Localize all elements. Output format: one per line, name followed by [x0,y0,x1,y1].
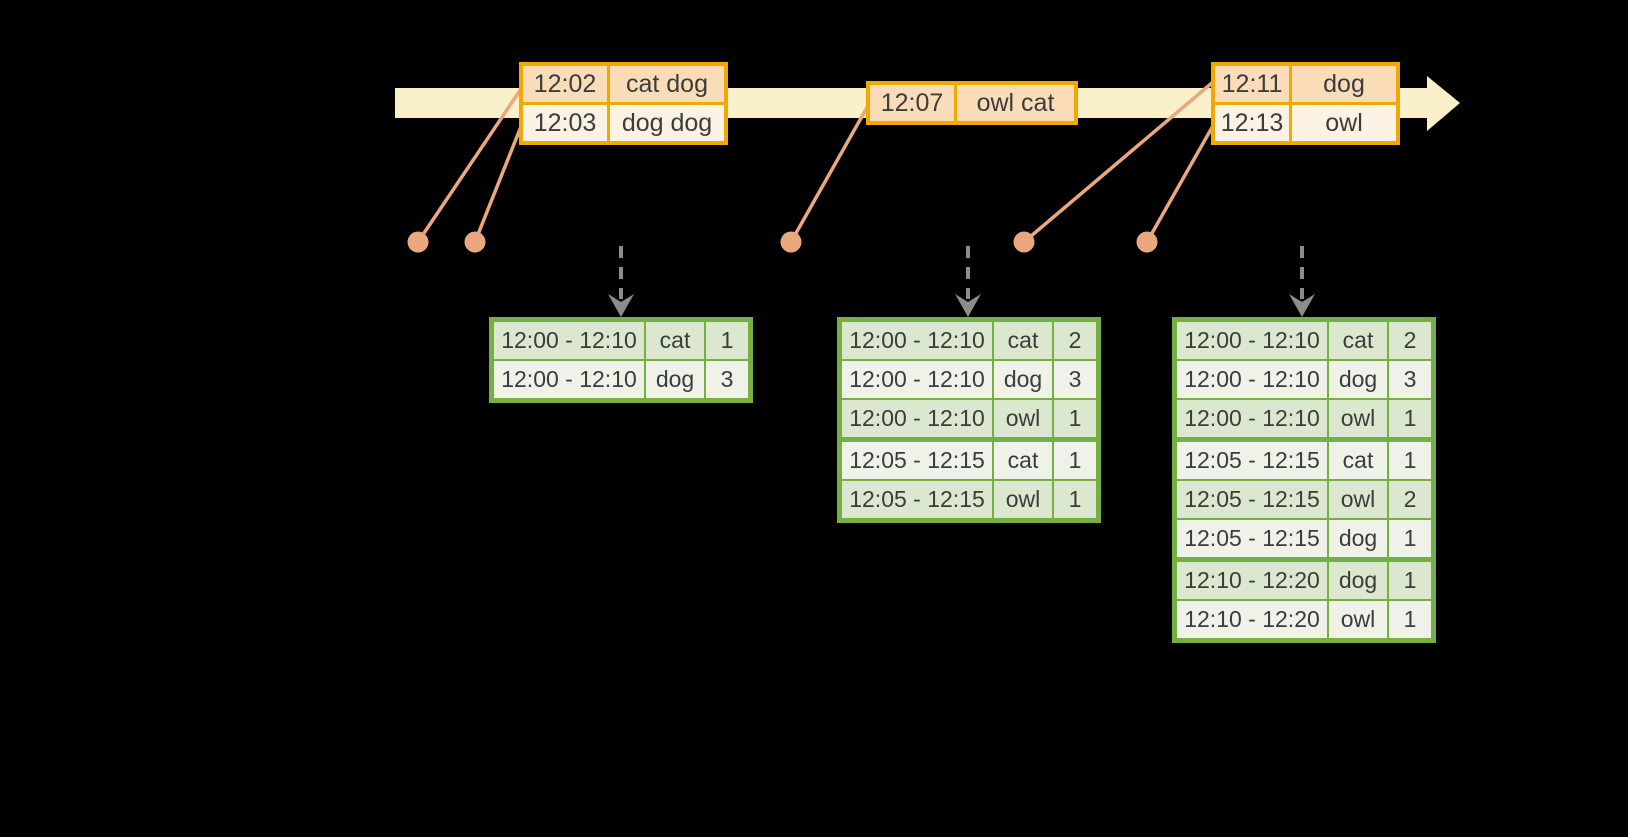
table-cell: 12:05 - 12:15 [1173,438,1329,481]
table-cell: cat [644,318,706,361]
timeline-arrow-icon [1427,76,1460,131]
table-cell: 3 [704,359,752,402]
table-cell: 12:05 - 12:15 [838,438,994,481]
table-cell: 1 [1387,599,1435,642]
table-cell: cat [992,438,1054,481]
table-cell: cat [1327,438,1389,481]
table-cell: 3 [1052,359,1100,400]
trigger-arrowheads [608,294,1315,317]
table-cell: 12:00 - 12:10 [838,398,994,442]
table-cell: 12:00 - 12:10 [490,359,646,402]
table-cell: 12:07 [866,81,957,125]
table-cell: dog [1327,359,1389,400]
table-cell: owl cat [954,81,1078,125]
table-cell: 12:02 [519,62,610,105]
table-cell: owl [1327,479,1389,520]
table-cell: 12:10 - 12:20 [1173,599,1329,642]
table-cell: 12:05 - 12:15 [1173,479,1329,520]
table-cell: cat dog [607,62,728,105]
connector-line [416,85,525,243]
event-dot-icon [464,231,486,253]
table-cell: dog [992,359,1054,400]
table-cell: 12:05 - 12:15 [838,479,994,522]
table-cell: 1 [1052,398,1100,442]
table-cell: owl [1327,398,1389,442]
trigger-arrowhead-icon [955,294,981,317]
table-cell: owl [992,398,1054,442]
table-cell: 2 [1387,479,1435,520]
trigger-arrows [619,246,1304,299]
table-cell: 12:11 [1211,62,1292,105]
connector-line [1022,80,1215,244]
table-cell: 12:10 - 12:20 [1173,558,1329,601]
table-cell: cat [992,318,1054,361]
table-cell: owl [1289,102,1400,145]
table-cell: 1 [704,318,752,361]
table-cell: dog [1327,518,1389,562]
table-cell: 12:13 [1211,102,1292,145]
table-cell: 12:05 - 12:15 [1173,518,1329,562]
table-cell: cat [1327,318,1389,361]
table-cell: 2 [1052,318,1100,361]
event-dot-icon [780,231,802,253]
table-cell: dog [644,359,706,402]
table-cell: 12:00 - 12:10 [1173,359,1329,400]
table-cell: owl [1327,599,1389,642]
connector-line [789,103,871,243]
trigger-arrowhead-icon [1289,294,1315,317]
event-dot-icon [1013,231,1035,253]
table-cell: 12:00 - 12:10 [838,359,994,400]
table-cell: dog dog [607,102,728,145]
table-cell: 12:00 - 12:10 [1173,398,1329,442]
table-cell: 1 [1052,479,1100,522]
table-cell: 12:00 - 12:10 [838,318,994,361]
table-cell: 12:03 [519,102,610,145]
table-cell: 3 [1387,359,1435,400]
table-cell: 2 [1387,318,1435,361]
table-cell: 12:00 - 12:10 [490,318,646,361]
connector-line [473,123,524,243]
table-cell: 1 [1052,438,1100,481]
trigger-arrowhead-icon [608,294,634,317]
event-dot-icon [407,231,429,253]
table-cell: 12:00 - 12:10 [1173,318,1329,361]
table-cell: dog [1327,558,1389,601]
table-cell: owl [992,479,1054,522]
event-dots [407,231,1158,253]
connector-line [1145,123,1216,243]
table-cell: 1 [1387,438,1435,481]
table-cell: 1 [1387,398,1435,442]
table-cell: 1 [1387,518,1435,562]
event-dot-icon [1136,231,1158,253]
table-cell: dog [1289,62,1400,105]
table-cell: 1 [1387,558,1435,601]
event-connector-lines [416,80,1216,244]
